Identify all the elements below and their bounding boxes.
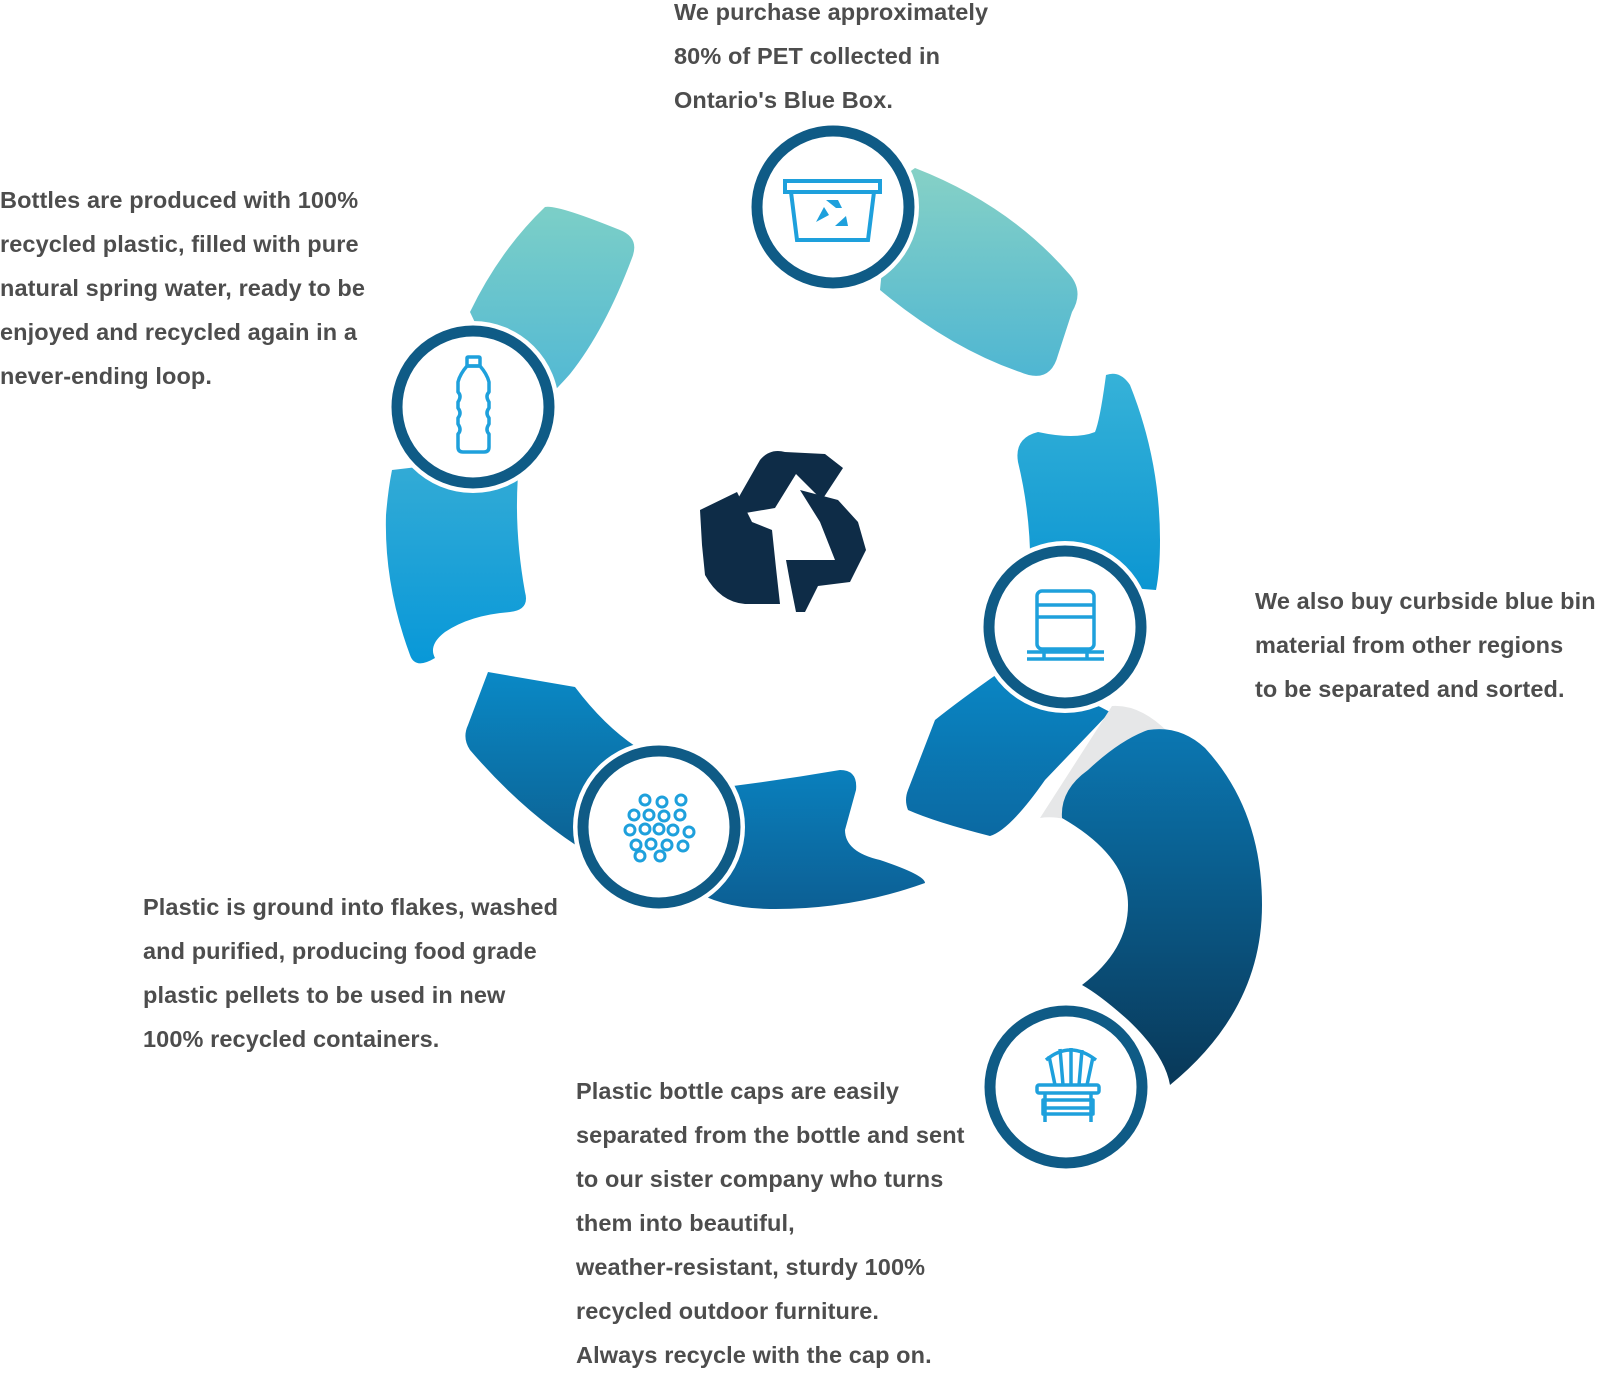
blue-bin-cart-icon bbox=[1027, 589, 1104, 661]
step-text-caps: Plastic bottle caps are easily separated… bbox=[576, 1078, 965, 1368]
step-circle-curbside bbox=[979, 541, 1151, 713]
blue-box-recycling-bin-icon bbox=[783, 179, 882, 242]
step-text-curbside: We also buy curbside blue bin material f… bbox=[1255, 588, 1596, 702]
arrow-segment-bottom-right bbox=[906, 672, 1110, 836]
step-circle-plastic bbox=[573, 741, 745, 913]
hook-segment bbox=[1061, 729, 1262, 1085]
step-circle-purchase bbox=[747, 121, 919, 293]
step-text-purchase: We purchase approximately 80% of PET col… bbox=[674, 0, 989, 113]
adirondack-chair-icon bbox=[1035, 1048, 1101, 1122]
step-text-bottles: Bottles are produced with 100% recycled … bbox=[0, 187, 366, 389]
recycle-symbol-icon bbox=[700, 451, 866, 612]
step-circle-bottles bbox=[387, 321, 559, 493]
step-text-plastic: Plastic is ground into flakes, washed an… bbox=[143, 894, 559, 1052]
arrow-segment-top-right bbox=[880, 168, 1078, 376]
step-circle-caps bbox=[980, 1001, 1152, 1173]
plastic-pellets-icon bbox=[623, 793, 696, 863]
water-bottle-icon bbox=[456, 355, 491, 454]
arrow-segment-right bbox=[1017, 373, 1160, 590]
arrow-segment-left bbox=[385, 455, 526, 664]
